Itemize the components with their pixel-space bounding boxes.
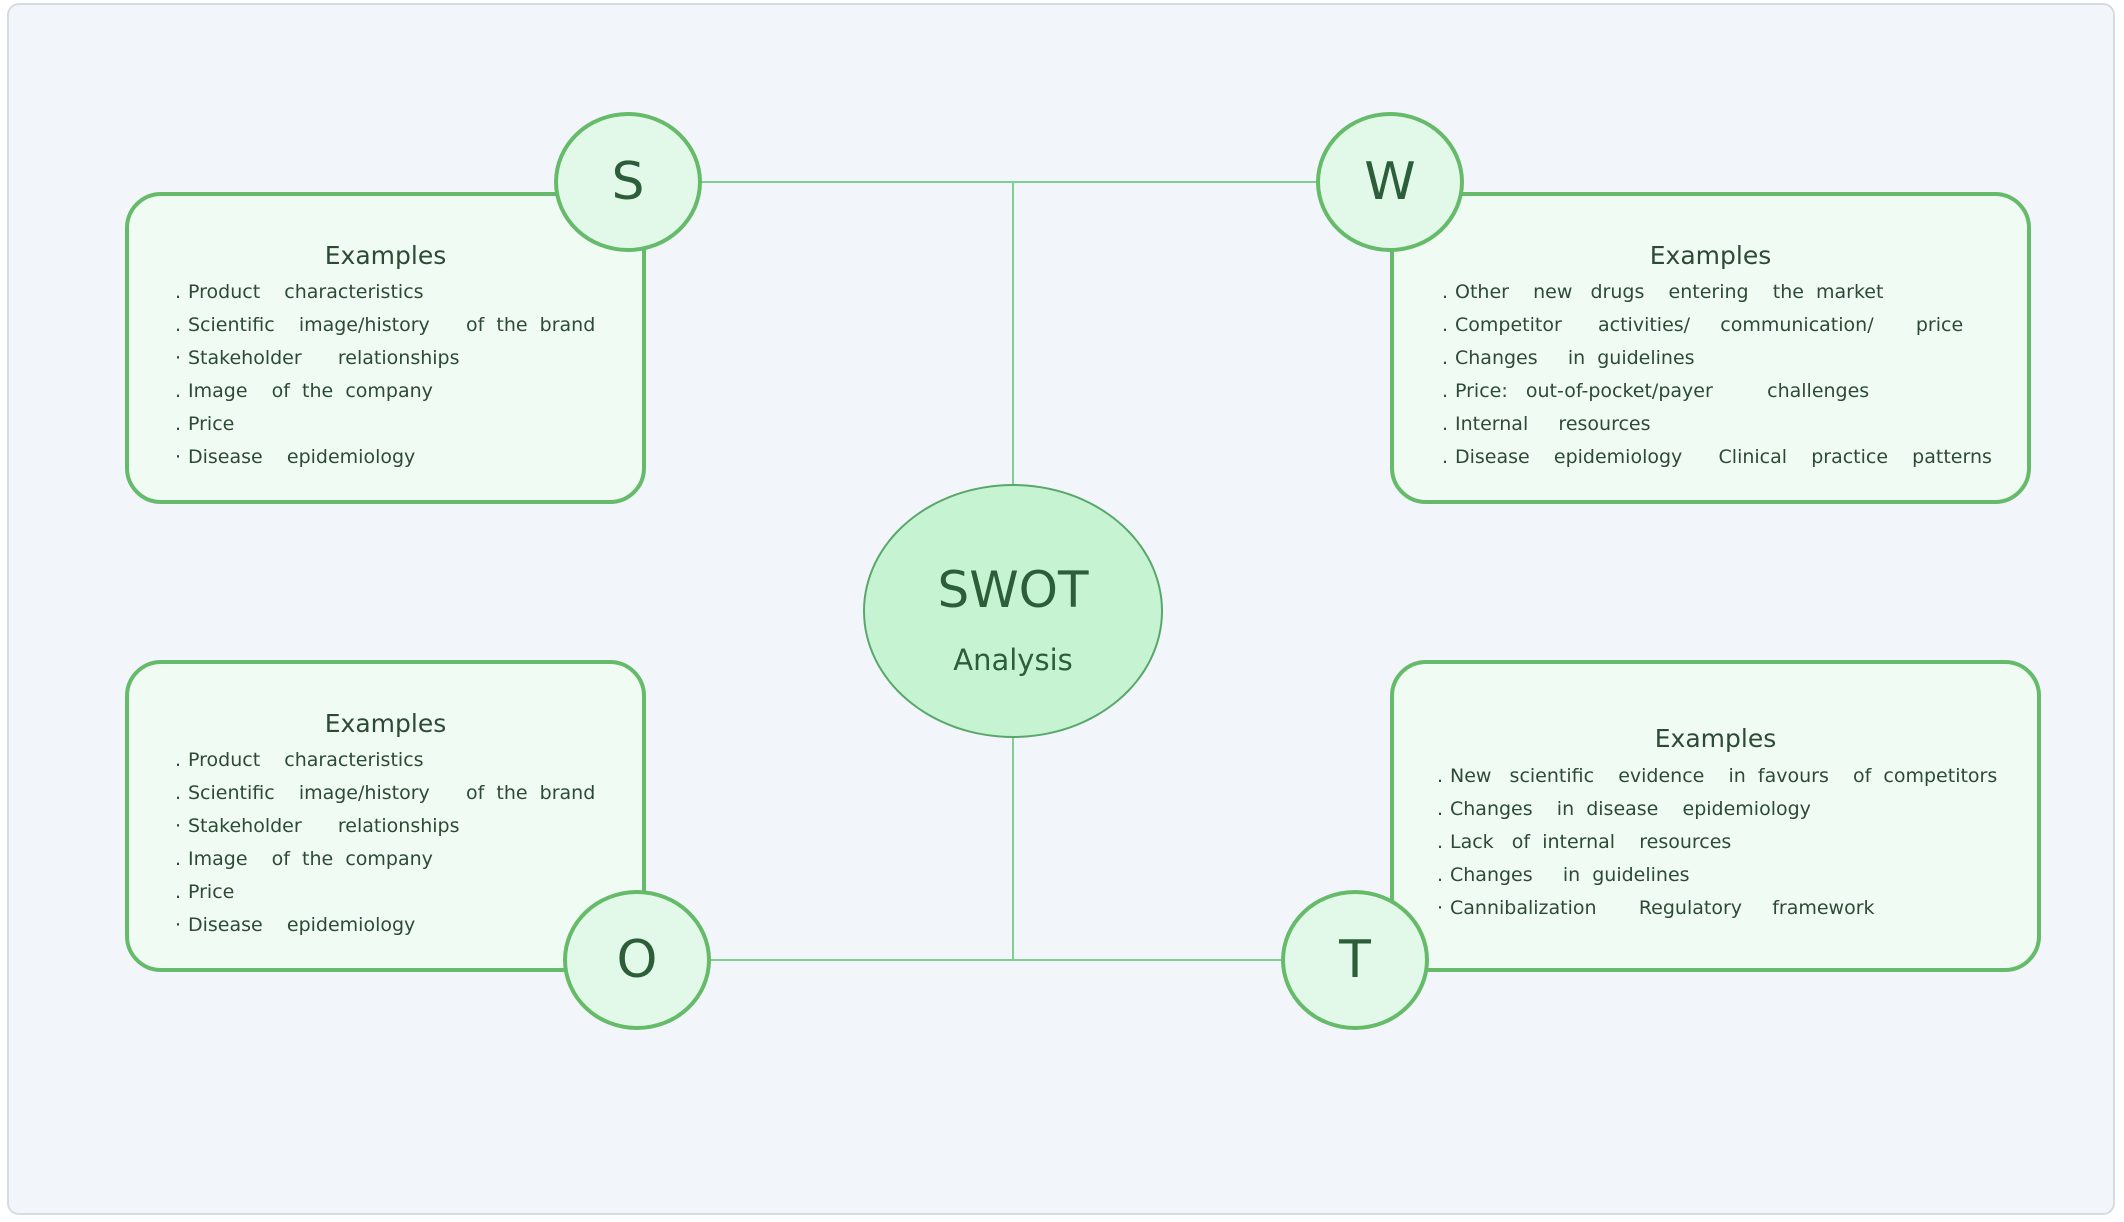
list-item: .Changes in guidelines [1437,864,1690,886]
list-item: .Price [175,881,235,903]
list-item: .Changes in guidelines [1442,347,1695,369]
list-item: .Product characteristics [175,281,424,303]
threats-box: Examples .New scientific evidence in fav… [1390,660,2041,972]
list-item: ·Stakeholder relationships [175,815,460,837]
threats-circle: T [1281,890,1429,1030]
list-item: ·Disease epidemiology [175,914,416,936]
strengths-title: Examples [324,241,447,270]
weaknesses-list: .Other new drugs entering the market .Co… [1442,276,1992,474]
connector-bottom [710,959,1284,961]
weaknesses-box: Examples .Other new drugs entering the m… [1390,192,2031,504]
opportunities-box: Examples .Product characteristics .Scien… [125,660,646,972]
swot-center-node: SWOT Analysis [863,484,1163,738]
opportunities-title: Examples [324,709,447,738]
strengths-circle: S [554,112,702,252]
list-item: .Product characteristics [175,749,424,771]
list-item: .Competitor activities/ communication/ p… [1442,314,1964,336]
list-item: .Scientific image/history of the brand [175,314,596,336]
threats-title: Examples [1654,724,1777,753]
weaknesses-circle: W [1316,112,1464,252]
strengths-box: Examples .Product characteristics .Scien… [125,192,646,504]
list-item: .New scientific evidence in favours of c… [1437,765,1998,787]
list-item: .Other new drugs entering the market [1442,281,1884,303]
list-item: ·Cannibalization Regulatory framework [1437,897,1875,919]
list-item: .Lack of internal resources [1437,831,1732,853]
list-item: ·Disease epidemiology [175,446,416,468]
opportunities-circle: O [563,890,711,1030]
threats-list: .New scientific evidence in favours of c… [1437,760,1997,925]
center-subtitle: Analysis [953,643,1073,677]
list-item: .Internal resources [1442,413,1651,435]
list-item: .Price [175,413,235,435]
connector-bottom-stem [1012,737,1014,961]
connector-top-stem [1012,181,1014,485]
strengths-list: .Product characteristics .Scientific ima… [175,276,595,474]
list-item: .Disease epidemiology Clinical practice … [1442,446,1992,468]
center-title: SWOT [937,561,1089,619]
list-item: ·Stakeholder relationships [175,347,460,369]
opportunities-list: .Product characteristics .Scientific ima… [175,744,595,942]
list-item: .Image of the company [175,848,433,870]
list-item: .Scientific image/history of the brand [175,782,596,804]
weaknesses-title: Examples [1649,241,1772,270]
list-item: .Price: out-of-pocket/payer challenges [1442,380,1870,402]
list-item: .Image of the company [175,380,433,402]
connector-top [700,181,1318,183]
list-item: .Changes in disease epidemiology [1437,798,1811,820]
